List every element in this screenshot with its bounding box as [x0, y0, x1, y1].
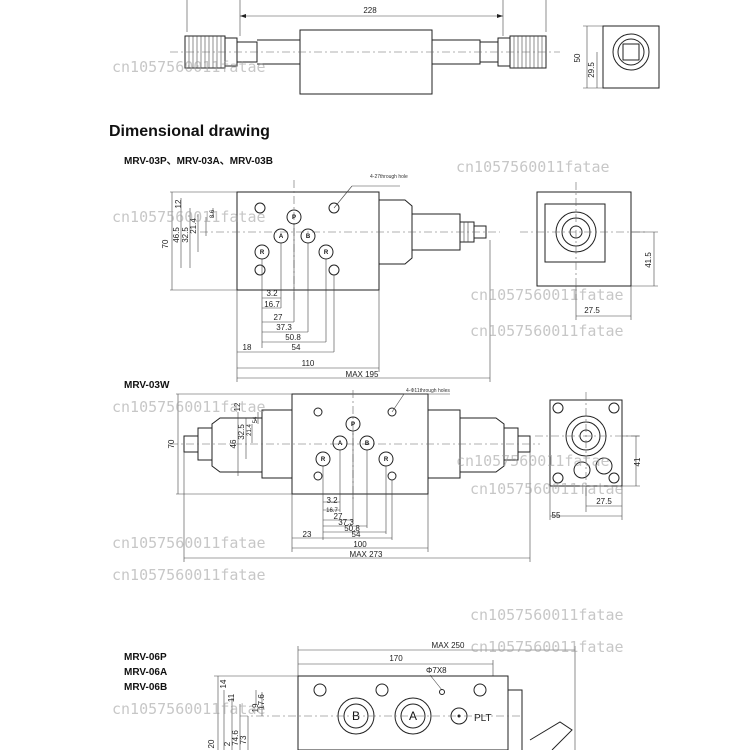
mrv03w-port-a: A [338, 441, 343, 447]
mrv03-dim-27: 27 [274, 313, 283, 322]
mrv03-note: 4-27through hole [370, 174, 408, 180]
mrv03w-side-dim-55: 55 [552, 511, 561, 520]
mrv03w-dim-16-7: 16.7 [326, 508, 338, 514]
mrv03w-dim-32-5: 32.5 [237, 424, 246, 440]
mrv06-dim-20: 20 [207, 739, 216, 748]
dim-50: 50 [573, 53, 582, 62]
watermark: cn1057560011fatae [112, 398, 266, 416]
mrv03w-port-r-left: R [321, 457, 326, 463]
section-title: Dimensional drawing [109, 123, 270, 140]
mrv03w-dim-100: 100 [353, 540, 367, 549]
watermark: cn1057560011fatae [470, 638, 624, 656]
mrv03-port-r-right: R [324, 250, 329, 256]
mrv03-dim-46-5: 46.5 [172, 227, 181, 243]
mrv03-side-dim-27-5: 27.5 [584, 306, 600, 315]
mrv03-dim-21-4: 21.4 [189, 218, 198, 234]
mrv03w-dim-max: MAX 273 [350, 550, 383, 559]
watermark: cn1057560011fatae [456, 158, 610, 176]
mrv06-dim-2: 2 [223, 741, 232, 746]
watermark: cn1057560011fatae [112, 566, 266, 584]
mrv03-dim-8-6: 8.6 [210, 209, 216, 218]
mrv03w-port-p: P [351, 422, 355, 428]
mrv03-title: MRV-03P、MRV-03A、MRV-03B [124, 156, 273, 167]
mrv06-dim-phi: Φ7X8 [426, 666, 447, 675]
mrv03-dim-3-2: 3.2 [266, 289, 278, 298]
mrv03-side-dim-41-5: 41.5 [644, 252, 653, 268]
mrv06-dim-max: MAX 250 [432, 641, 465, 650]
dim-228: 228 [363, 6, 377, 15]
mrv03w-dim-12: 12 [233, 402, 242, 411]
watermarks: cn1057560011fatae cn1057560011fatae cn10… [112, 58, 624, 718]
mrv03w-dim-54: 54 [253, 416, 259, 423]
mrv06-title-a: MRV-06A [124, 667, 167, 678]
mrv03w-port-b: B [365, 441, 370, 447]
watermark: cn1057560011fatae [470, 322, 624, 340]
mrv03w-dim-46: 46 [229, 439, 238, 448]
mrv03-dim-70: 70 [161, 239, 170, 248]
mrv06-dim-74-6: 74.6 [231, 730, 240, 746]
mrv03-drawing: MRV-03P、MRV-03A、MRV-03B P A B R R 4-27th… [124, 156, 658, 382]
mrv06-dim-19: 19 [251, 703, 260, 712]
watermark: cn1057560011fatae [470, 286, 624, 304]
mrv03w-dim-50-8: 50.8 [344, 524, 360, 533]
watermark: cn1057560011fatae [456, 452, 610, 470]
mrv03-dim-50-8: 50.8 [285, 333, 301, 342]
mrv03w-side-dim-27-5: 27.5 [596, 497, 612, 506]
mrv06-dim-73: 73 [239, 735, 248, 744]
mrv03w-dim-21-4: 21.4 [247, 424, 253, 436]
mrv03-dim-12: 12 [174, 199, 183, 208]
mrv06-title-p: MRV-06P [124, 652, 167, 663]
watermark: cn1057560011fatae [112, 58, 266, 76]
mrv03w-note: 4-Φ11through holes [406, 388, 450, 394]
watermark: cn1057560011fatae [470, 606, 624, 624]
mrv03-port-p: P [292, 215, 296, 221]
mrv03w-dim-3-2: 3.2 [326, 496, 338, 505]
mrv03-dim-110: 110 [302, 359, 315, 368]
mrv03-dim-54: 54 [292, 343, 301, 352]
mrv03w-dim-27: 27 [334, 512, 343, 521]
mrv03w-dim-54-h: 54 [352, 530, 361, 539]
mrv03w-dim-70: 70 [167, 439, 176, 448]
mrv03w-dim-23: 23 [303, 530, 312, 539]
mrv03-dim-32-5: 32.5 [181, 227, 190, 243]
mrv03-dim-16-7: 16.7 [264, 300, 280, 309]
mrv03-dim-max: MAX 195 [346, 370, 379, 379]
mrv03-port-b: B [306, 234, 311, 240]
watermark: cn1057560011fatae [112, 208, 266, 226]
mrv06-dim-11: 11 [227, 693, 236, 702]
mrv03-port-a: A [279, 234, 284, 240]
mrv06-dim-17-6: 17.6 [257, 694, 266, 710]
mrv06-title-b: MRV-06B [124, 682, 167, 693]
dim-29-5: 29.5 [587, 62, 596, 78]
top-valve-view: 228 [170, 0, 660, 95]
mrv06-port-plt: PLT [474, 713, 492, 724]
mrv03-port-r-left: R [260, 250, 265, 256]
mrv03w-dim-37-3: 37.3 [338, 518, 354, 527]
mrv03-dim-37-3: 37.3 [276, 323, 292, 332]
mrv06-dim-170: 170 [389, 654, 403, 663]
watermark: cn1057560011fatae [470, 480, 624, 498]
watermark: cn1057560011fatae [112, 534, 266, 552]
mrv03w-title: MRV-03W [124, 380, 170, 391]
mrv03w-port-r-right: R [384, 457, 389, 463]
mrv06-drawing: MRV-06P MRV-06A MRV-06B MAX 250 170 Φ7X8… [124, 641, 576, 750]
watermark: cn1057560011fatae [112, 700, 266, 718]
mrv03-dim-18: 18 [243, 343, 252, 352]
mrv03w-drawing: MRV-03W P A B R R 4-Φ11through holes [124, 380, 642, 562]
mrv03w-side-dim-41: 41 [633, 457, 642, 466]
mrv06-dim-14: 14 [219, 679, 228, 688]
